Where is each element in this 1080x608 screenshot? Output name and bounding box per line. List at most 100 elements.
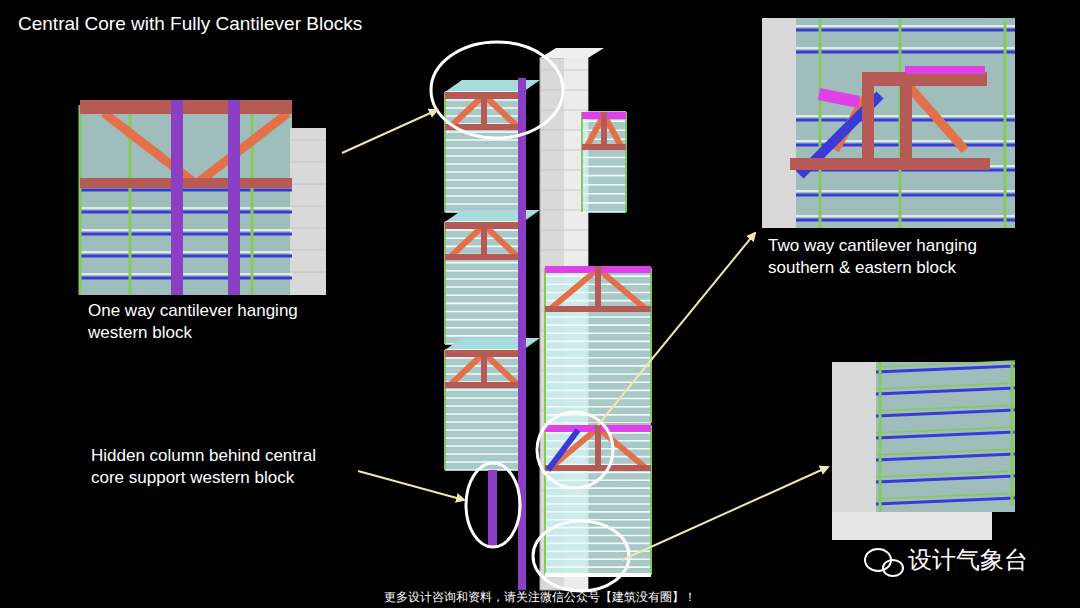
truss-bottom-chord [80, 178, 292, 188]
floor-slab [445, 163, 523, 165]
floor-slab [796, 47, 1015, 48]
floor-slab [445, 262, 523, 264]
floor-edge [876, 405, 1015, 411]
magenta-beam [818, 88, 860, 108]
floor-slab [445, 187, 523, 189]
column [625, 112, 627, 212]
hanger-column [171, 100, 183, 295]
highlight-ellipse [431, 42, 563, 138]
floor-edge [876, 493, 1015, 499]
floor-slab [445, 131, 523, 133]
floor-edge [876, 383, 1015, 389]
core-line [290, 250, 326, 251]
core-line [290, 228, 326, 229]
truss-diagonal [449, 353, 484, 386]
column [819, 18, 822, 228]
floor-beam [80, 189, 292, 192]
column [1004, 18, 1007, 228]
floor-slab [445, 303, 523, 305]
floor-slab [445, 203, 523, 205]
floor-slab [445, 453, 523, 455]
column [650, 425, 652, 575]
floor-beam [796, 29, 1015, 32]
core-line [540, 210, 588, 211]
wechat-icon [865, 549, 891, 571]
floor-slab [445, 286, 523, 288]
callout-text: Two way cantilever hanging southern & ea… [768, 235, 1013, 279]
truss-diagonal [484, 353, 519, 386]
leader-arrow [598, 233, 755, 425]
floor-slab [445, 405, 523, 407]
floor-edge [876, 471, 1015, 477]
base-slab [545, 573, 651, 577]
floor-slab [445, 437, 523, 439]
floor-slab [445, 413, 523, 415]
floor-beam [796, 194, 1015, 197]
core-line [290, 206, 326, 207]
column [79, 105, 82, 295]
floor-slab [582, 166, 626, 168]
footer-note: 更多设计咨询和资料，请关注微信公众号【建筑没有圈】！ [0, 590, 1080, 606]
leader-arrow [622, 467, 828, 560]
floor-beam [796, 51, 1015, 54]
floor-slab [445, 319, 523, 321]
floor-slab [796, 25, 1015, 26]
core-line [540, 170, 588, 171]
floor-slab [796, 190, 1015, 191]
floor-slab [445, 179, 523, 181]
truss-diagonal [449, 225, 484, 258]
truss-diagonal [449, 95, 484, 128]
core-line [290, 162, 326, 163]
floor-beam [80, 211, 292, 214]
core-line [290, 272, 326, 273]
floor-slab [582, 193, 626, 195]
blue-diagonal [548, 430, 578, 470]
truss-post [481, 222, 487, 258]
column [1011, 362, 1014, 505]
floor-slab [796, 215, 1015, 216]
core-line [540, 250, 588, 251]
floor-slab [582, 157, 626, 159]
leader-arrow [342, 110, 437, 153]
floor-slab [445, 147, 523, 149]
floor-slab [545, 519, 651, 521]
floor-slab [545, 527, 651, 529]
truss-bottom-chord [790, 158, 990, 170]
floor-slab [445, 335, 523, 337]
floor-slab [445, 171, 523, 173]
truss-post [862, 78, 874, 170]
floor-slab [545, 398, 651, 400]
truss-post [900, 80, 912, 170]
column [581, 112, 583, 212]
floor-slab [445, 445, 523, 447]
floor-slab [545, 365, 651, 367]
floor-slab [582, 184, 626, 186]
floor-slab [445, 195, 523, 197]
truss-diagonal [549, 269, 598, 310]
floor-beam [80, 233, 292, 236]
base-slab [832, 512, 992, 540]
hidden-column [488, 470, 497, 546]
floor-slab [545, 341, 651, 343]
floor-slab [545, 349, 651, 351]
core-line [540, 190, 588, 191]
highlight-ellipse [537, 412, 613, 488]
core-line [540, 130, 588, 131]
inset-core [290, 128, 326, 295]
floor-slab [582, 175, 626, 177]
magenta-chord [905, 66, 985, 74]
floor-slab [582, 211, 626, 213]
floor-slab [545, 390, 651, 392]
floor-slab [545, 487, 651, 489]
column [544, 425, 546, 575]
floor-slab [445, 389, 523, 391]
floor-slab [445, 311, 523, 313]
truss-top-chord [862, 72, 987, 86]
hanger-column [228, 100, 240, 295]
floor-slab [445, 278, 523, 280]
floor-slab [445, 429, 523, 431]
floor-slab [545, 495, 651, 497]
floor-slab [445, 155, 523, 157]
core-line [290, 140, 326, 141]
floor-edge [876, 449, 1015, 455]
